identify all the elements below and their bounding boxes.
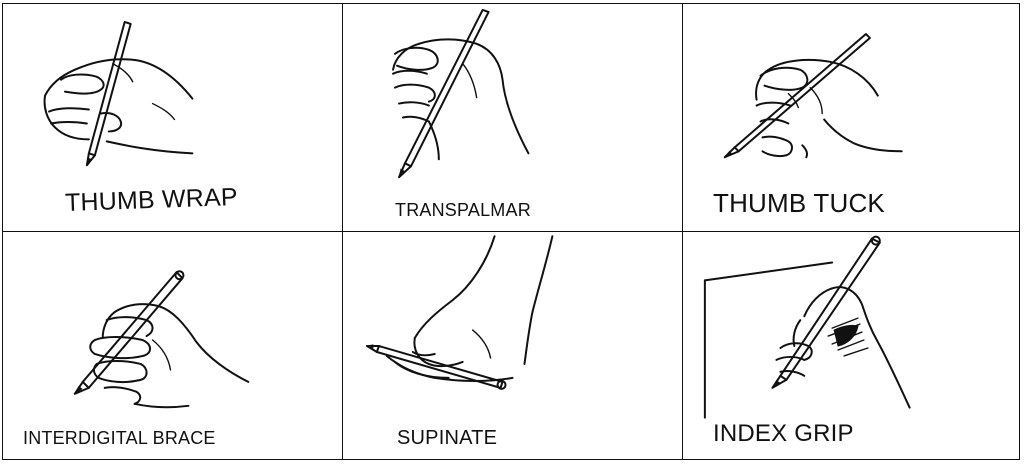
grip-label-supinate: SUPINATE (397, 427, 498, 449)
grip-cell-transpalmar: TRANSPALMAR (343, 4, 683, 232)
grip-cell-thumb-tuck: THUMB TUCK (683, 4, 1019, 232)
hand-index-grip-illustration (703, 235, 911, 419)
hand-thumb-tuck-illustration (723, 33, 903, 159)
grip-label-transpalmar: TRANSPALMAR (395, 200, 531, 220)
grip-diagram-grid: THUMB WRAP TRANSPALMAR (2, 3, 1020, 460)
hand-interdigital-brace-illustration (73, 270, 250, 409)
hand-supinate-illustration (365, 235, 554, 390)
grip-label-interdigital-brace: INTERDIGITAL BRACE (23, 428, 216, 448)
grip-label-thumb-wrap: THUMB WRAP (64, 182, 239, 218)
grip-label-thumb-tuck: THUMB TUCK (713, 188, 885, 218)
grip-cell-interdigital-brace: INTERDIGITAL BRACE (3, 232, 343, 459)
grip-label-index-grip: INDEX GRIP (713, 420, 854, 447)
hand-thumb-wrap-illustration (43, 20, 194, 167)
hand-transpalmar-illustration (392, 8, 530, 179)
grip-cell-supinate: SUPINATE (343, 232, 683, 459)
grip-cell-index-grip: INDEX GRIP (683, 232, 1019, 459)
grip-cell-thumb-wrap: THUMB WRAP (3, 4, 343, 232)
